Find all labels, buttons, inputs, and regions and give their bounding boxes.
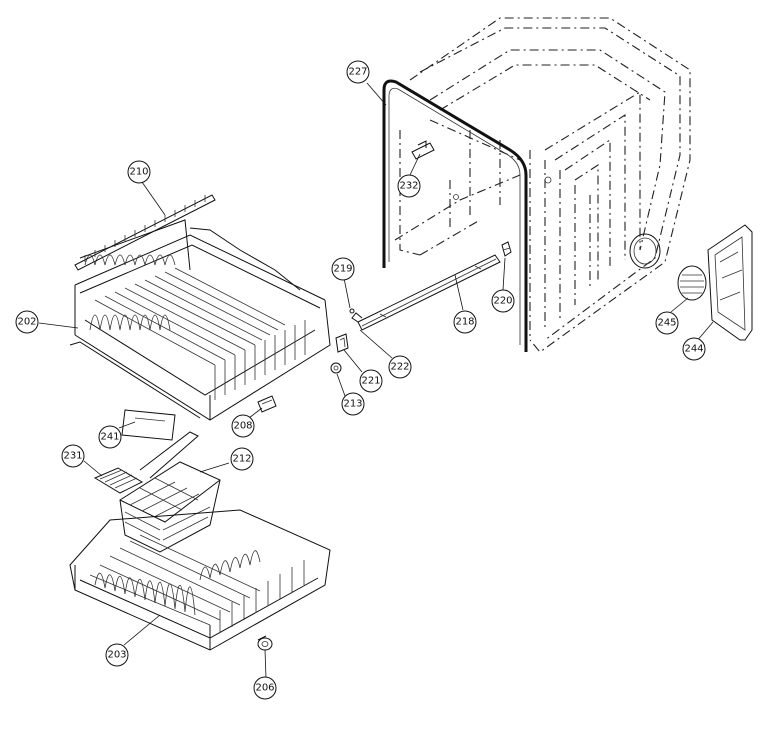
rack-rail-218: [351, 254, 501, 331]
callout-212: 212: [230, 447, 254, 471]
callout-227: 227: [346, 60, 370, 84]
callout-232: 232: [397, 174, 421, 198]
callout-219: 219: [331, 257, 355, 281]
callout-245: 245: [655, 311, 679, 335]
tine-row-210: [74, 194, 216, 271]
callout-210: 210: [127, 160, 151, 184]
callout-218: 218: [453, 310, 477, 334]
callout-203: 203: [105, 643, 129, 667]
vent-cover-244: [707, 224, 753, 341]
callout-221: 221: [359, 369, 383, 393]
lower-rack-203: [69, 509, 331, 651]
wheel-213: [330, 362, 342, 374]
callout-231-label: 231: [63, 451, 82, 462]
callout-208-label: 208: [233, 421, 252, 432]
callout-244-label: 244: [684, 344, 703, 355]
callout-227-label: 227: [348, 67, 367, 78]
callout-213: 213: [341, 392, 365, 416]
rail-clip-220: [501, 241, 512, 257]
callout-245-label: 245: [657, 318, 676, 329]
clip-208: [257, 395, 277, 413]
screw-219: [349, 308, 355, 314]
callout-213-label: 213: [343, 399, 362, 410]
callout-241: 241: [98, 425, 122, 449]
callout-202-label: 202: [17, 317, 36, 328]
upper-rack-202: [69, 219, 331, 421]
callout-212-label: 212: [232, 454, 251, 465]
callout-222-label: 222: [390, 362, 409, 373]
callout-220-label: 220: [493, 296, 512, 307]
callout-221-label: 221: [361, 376, 380, 387]
callout-206-label: 206: [255, 683, 274, 694]
callout-206: 206: [253, 676, 277, 700]
callout-231: 231: [61, 444, 85, 468]
callout-222: 222: [388, 355, 412, 379]
callout-244: 244: [682, 337, 706, 361]
vent-grille-245: [677, 265, 707, 301]
callout-218-label: 218: [455, 317, 474, 328]
callout-208: 208: [231, 414, 255, 438]
callout-232-label: 232: [399, 181, 418, 192]
folding-shelf-231: [93, 467, 144, 494]
wheel-206: [257, 635, 273, 651]
callout-241-label: 241: [100, 432, 119, 443]
callout-202: 202: [15, 310, 39, 334]
label-plate-241: [121, 409, 176, 441]
rail-end-cap-221: [335, 333, 349, 353]
door-gasket-227: [382, 79, 528, 352]
callout-203-label: 203: [107, 650, 126, 661]
callout-210-label: 210: [129, 167, 148, 178]
cutlery-basket-212: [119, 431, 221, 553]
tub-outline: [394, 17, 691, 353]
callout-220: 220: [491, 289, 515, 313]
latch-bracket-232: [411, 140, 435, 160]
callout-219-label: 219: [333, 264, 352, 275]
leader-lines: [38, 82, 714, 679]
